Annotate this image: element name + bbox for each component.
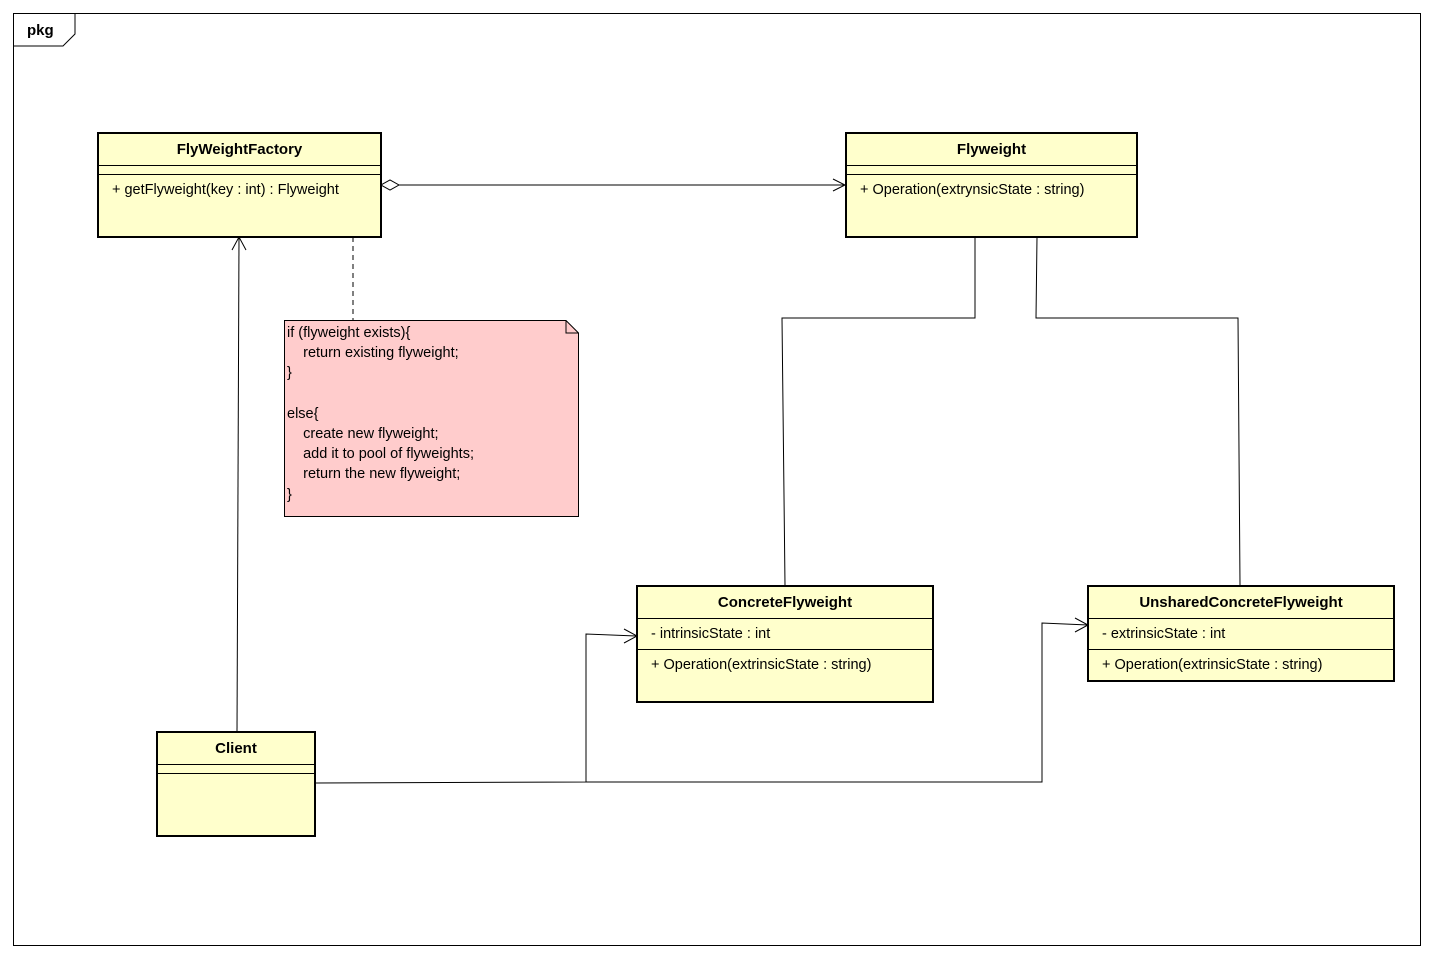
attribute-intrinsicstate: - intrinsicState : int	[651, 626, 771, 642]
frame-label: pkg	[27, 22, 54, 39]
note-shape	[284, 320, 579, 517]
operations-compartment: + Operation(extrinsicState : string)	[1089, 650, 1393, 680]
link-flyweight-unshared[interactable]	[1035, 236, 1241, 586]
operation-operation: + Operation(extrinsicState : string)	[1102, 657, 1323, 673]
link-flyweight-concrete[interactable]	[781, 237, 976, 586]
class-name: ConcreteFlyweight	[638, 587, 932, 619]
association-client-concrete[interactable]	[314, 628, 639, 784]
class-name: Client	[158, 733, 314, 765]
attributes-compartment	[847, 166, 1136, 175]
package-frame	[13, 13, 1421, 946]
operations-compartment: + Operation(extrynsicState : string)	[847, 175, 1136, 205]
frame-label-tab	[13, 13, 76, 47]
aggregation-factory-flyweight[interactable]	[379, 178, 847, 192]
class-client[interactable]: Client	[156, 731, 316, 837]
class-name: UnsharedConcreteFlyweight	[1089, 587, 1393, 619]
attributes-compartment	[99, 166, 380, 175]
class-flyweightfactory[interactable]: FlyWeightFactory + getFlyweight(key : in…	[97, 132, 382, 238]
operation-getflyweight: + getFlyweight(key : int) : Flyweight	[112, 182, 339, 198]
class-unsharedconcreteflyweight[interactable]: UnsharedConcreteFlyweight - extrinsicSta…	[1087, 585, 1395, 682]
association-client-factory[interactable]	[231, 235, 247, 733]
class-flyweight[interactable]: Flyweight + Operation(extrynsicState : s…	[845, 132, 1138, 238]
attributes-compartment	[158, 765, 314, 774]
attributes-compartment: - intrinsicState : int	[638, 619, 932, 650]
class-concreteflyweight[interactable]: ConcreteFlyweight - intrinsicState : int…	[636, 585, 934, 703]
attributes-compartment: - extrinsicState : int	[1089, 619, 1393, 650]
attribute-extrinsicstate: - extrinsicState : int	[1102, 626, 1226, 642]
operation-operation: + Operation(extrinsicState : string)	[651, 657, 872, 673]
note[interactable]: if (flyweight exists){ return existing f…	[284, 320, 579, 517]
class-name: FlyWeightFactory	[99, 134, 380, 166]
operations-compartment: + getFlyweight(key : int) : Flyweight	[99, 175, 380, 205]
class-name: Flyweight	[847, 134, 1136, 166]
note-text: if (flyweight exists){ return existing f…	[287, 325, 474, 503]
operation-operation: + Operation(extrynsicState : string)	[860, 182, 1085, 198]
operations-compartment: + Operation(extrinsicState : string)	[638, 650, 932, 680]
